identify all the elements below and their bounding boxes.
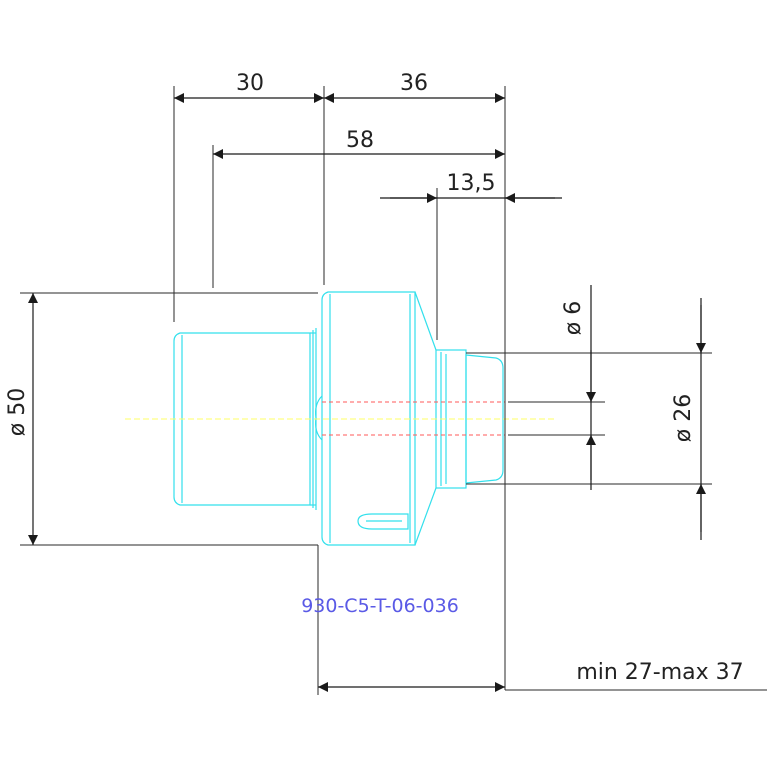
collet-tip <box>465 354 504 484</box>
dim-label-30: 30 <box>236 71 264 96</box>
clamp-slot <box>357 513 409 530</box>
taper-bottom <box>414 487 437 546</box>
dim-label-dia26: ø 26 <box>671 394 696 442</box>
dim-label-13-5: 13,5 <box>447 171 496 196</box>
coupling-notch <box>315 395 323 441</box>
dim-label-58: 58 <box>346 128 374 153</box>
shank-body <box>173 332 311 506</box>
dim-label-36: 36 <box>400 71 428 96</box>
dim-label-dia50: ø 50 <box>5 388 30 436</box>
dimension-lines <box>28 93 706 692</box>
dim-label-dia6: ø 6 <box>561 301 586 335</box>
flange-body <box>321 291 416 546</box>
taper-top <box>414 291 437 351</box>
part-number-label: 930-C5-T-06-036 <box>301 595 459 617</box>
dim-label-range: min 27-max 37 <box>576 660 743 685</box>
